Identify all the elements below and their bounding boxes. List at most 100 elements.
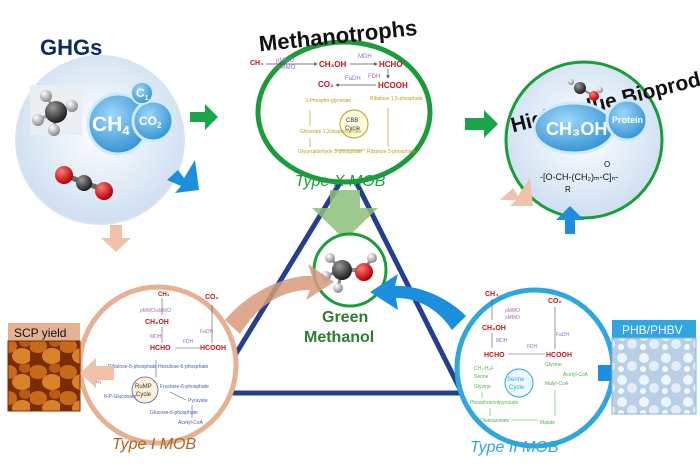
- type2-panel: Type II MOB CH₄ pMMO sMMO CH₃OH MDH HCHO…: [454, 287, 616, 456]
- scp-label: SCP yield: [14, 326, 66, 340]
- t1-fdh: FDH: [183, 339, 194, 345]
- t2-ch3oh: CH₃OH: [482, 325, 506, 332]
- t1-acetyl: Acetyl-CoA: [178, 420, 204, 426]
- scp-label-bg: [8, 323, 80, 341]
- t1-glucose6: Glucose-6-phosphate: [150, 410, 198, 416]
- type1-to-methanol-arrow: [225, 264, 334, 334]
- mx-smmo: /sMMO: [276, 65, 296, 71]
- t2-phospho: Phosphoenolpyruvate: [470, 400, 519, 406]
- c1-bubble: [130, 81, 154, 105]
- t2-serine: Serine: [474, 374, 489, 380]
- serine-cycle-circle: [504, 368, 534, 398]
- t1-cycle: Cycle: [136, 392, 152, 398]
- mx-co2: CO₂: [318, 80, 334, 89]
- t2-glycine2: Glycine: [545, 362, 562, 368]
- type2-to-methanol-arrow: [370, 274, 466, 330]
- t2-pmmo: pMMO: [505, 308, 520, 314]
- scp-image: [7, 340, 81, 412]
- t1-pyruvate: Pyruvate: [188, 398, 208, 404]
- t1-rump: RuMP: [135, 384, 152, 390]
- t1-fadh: FaDH: [200, 329, 213, 335]
- rump-cycle-circle: [131, 376, 159, 404]
- cbb-cycle-circle: [339, 109, 369, 139]
- t2-fadh: FaDH: [556, 332, 569, 338]
- t2-smmo: sMMO: [505, 315, 520, 321]
- t2-oxaloacetate: Oxaloacetate: [480, 418, 510, 424]
- t2-acetyl: Acetyl-CoA: [563, 372, 589, 378]
- phb-panel: PHB/PHBV: [598, 320, 697, 415]
- t2-cycle: Cycle: [509, 385, 525, 391]
- mx-fdh: FDH: [368, 74, 380, 80]
- central-triangle: [207, 162, 467, 396]
- t2-co2: CO₂: [548, 298, 562, 305]
- ghgs-to-methanotrophs-arrow: [190, 104, 218, 130]
- mx-ribulose15: Ribulose 1,5-phosphate: [370, 96, 423, 102]
- t2-glycine: Glycine: [474, 384, 491, 390]
- methane-molecule-icon: [30, 85, 82, 136]
- bp-ch3oh: CH₃OH: [546, 119, 607, 139]
- ghgs-panel: GHGs C1 CH4 CO2: [15, 35, 185, 225]
- t2-hcooh: HCOOH: [546, 352, 572, 359]
- methanotrophs-to-bioproducts-arrow: [465, 110, 498, 138]
- phb-image: [611, 337, 697, 415]
- t2-serine-cycle: Serine: [507, 377, 525, 383]
- mx-pmmo: pMMO: [276, 58, 294, 64]
- t1-ch4: CH₄: [158, 292, 170, 298]
- phb-label: PHB/PHBV: [622, 323, 683, 337]
- ghgs-title: GHGs: [40, 35, 102, 60]
- c1-label: C1: [136, 86, 149, 102]
- bp-protein: Protein: [612, 115, 643, 125]
- mx-glycerate13: Glycerate 1,3-bisphosphate: [300, 129, 361, 135]
- t2-malyl: Malyl-CoA: [545, 381, 569, 387]
- t1-gluconate: 6-P-Gluconate: [104, 394, 136, 400]
- t2-hcho: HCHO: [484, 352, 505, 359]
- type-x-label: Type X MOB: [295, 173, 386, 190]
- green-label: Green: [322, 309, 368, 326]
- mx-ribulose5: Ribulose 5-phosphate: [367, 149, 416, 155]
- mx-hcooh: HCOOH: [378, 81, 408, 90]
- t2-malate: Malate: [540, 420, 555, 426]
- mx-mdh: MDH: [358, 54, 372, 60]
- ghgs-to-type2-arrow: [167, 160, 199, 193]
- t1-mdh: MDH: [150, 334, 162, 340]
- t1-fructose6: Fructose-6-phosphate: [160, 384, 209, 390]
- type1-panel: Type I MOB CH₄ pMMO/sMMO CH₃OH MDH HCHO …: [77, 284, 239, 453]
- bp-polymer-r: R: [565, 185, 571, 194]
- t2-fdh: FDH: [527, 344, 538, 350]
- t1-co2: CO₂: [205, 294, 219, 301]
- methanotrophs-to-methanol-arrow: [312, 190, 378, 240]
- methanol-small-icon: [568, 79, 603, 101]
- ghgs-to-type1-arrow: [101, 225, 131, 252]
- co2-label: CO2: [139, 114, 162, 130]
- mx-fadh: FaDH: [345, 76, 361, 82]
- ch4-label: CH4: [92, 113, 130, 138]
- bp-polymer-o: O: [604, 160, 610, 169]
- t1-hcho: HCHO: [150, 345, 171, 352]
- protein-bubble: [605, 98, 649, 142]
- mx-glyceraldehyde: Glyceraldehyde 3-phosphate: [298, 149, 362, 155]
- co2-molecule-icon: [55, 166, 113, 200]
- phb-label-bg: [612, 320, 696, 338]
- type2-label: Type II MOB: [470, 439, 559, 456]
- type2-to-bioproducts-arrow: [556, 206, 584, 234]
- t1-ch3oh: CH₃OH: [145, 319, 169, 326]
- scp-yield-panel: SCP yield: [7, 323, 114, 412]
- type1-to-scp-arrow: [80, 358, 114, 388]
- co2-bubble: [131, 99, 175, 143]
- type1-to-bioproducts-arrow: [500, 178, 533, 206]
- t1-hcooh: HCOOH: [200, 345, 226, 352]
- t1-hexulose6: Hexulose-6-phosphate: [158, 364, 209, 370]
- mx-cbb: CBB: [346, 118, 358, 124]
- mx-phosphoglycerate: 3-Phospho-glycerate: [305, 98, 351, 104]
- mx-hcho: HCHO: [379, 60, 403, 69]
- methanotrophs-panel: Methanotrophs Type X MOB CH₄ pMMO /sMMO …: [250, 15, 433, 190]
- t2-ch2h4f: CH₂-H₄F: [474, 366, 494, 372]
- t2-ch4: CH₄: [485, 291, 498, 298]
- mx-cycle: Cycle: [345, 126, 361, 132]
- t1-pmmo: pMMO/sMMO: [140, 308, 171, 314]
- t1-co2-small: CO₂: [92, 379, 102, 385]
- t2-mdh: MDH: [496, 338, 508, 344]
- bp-polymer: -[O-CH-(CH₂)ₘ-C]ₙ-: [540, 172, 618, 182]
